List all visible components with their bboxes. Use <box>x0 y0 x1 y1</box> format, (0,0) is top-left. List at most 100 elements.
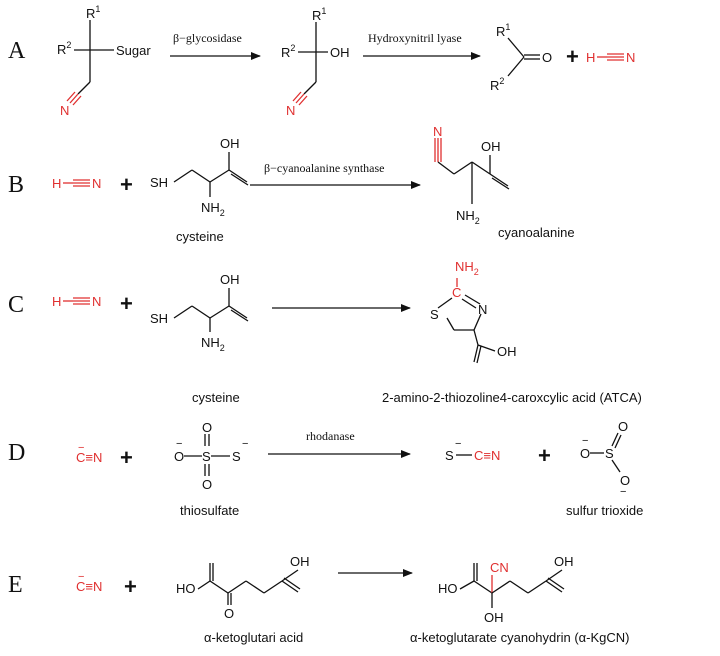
hydroxyl-label: OH <box>220 272 240 287</box>
hydroxyl-label: OH <box>497 344 517 359</box>
compound-name: 2-amino-2-thiozoline4-caroxcylic acid (A… <box>382 390 642 405</box>
ring-nitrogen-label: N <box>478 302 487 317</box>
atca: NH2 C S N OH 2-amino-2-thiozoline4-carox… <box>382 259 642 405</box>
amine-label: NH2 <box>201 200 225 218</box>
charge-label: − <box>242 438 248 450</box>
plus-sign: + <box>120 172 133 197</box>
hcn-h: H <box>52 176 61 191</box>
hydroxyl-label: OH <box>290 554 310 569</box>
oxygen-label: O <box>618 419 628 434</box>
ring-sulfur-label: S <box>430 307 439 322</box>
r2-label: R2 <box>490 76 504 93</box>
enzyme-cyanoalanine-synthase: β−cyanoalanine synthase <box>264 161 385 175</box>
hydroxyl-label: HO <box>176 581 196 596</box>
cyanide-ion: C≡N − <box>76 571 102 594</box>
enzyme-rhodanase: rhodanase <box>306 429 355 443</box>
sulfur-label: S <box>445 448 454 463</box>
ring-carbon-label: C <box>452 285 461 300</box>
hydroxyl-label: OH <box>481 139 501 154</box>
compound-name: sulfur trioxide <box>566 503 643 518</box>
charge-label: − <box>582 435 588 447</box>
plus-sign: + <box>538 443 551 468</box>
thiol-label: SH <box>150 311 168 326</box>
oxygen-label: O <box>202 477 212 492</box>
thiosulfate: O − S O O S − thiosulfate <box>174 420 248 518</box>
amine-label: NH2 <box>456 208 480 226</box>
panel-label-a: A <box>8 38 26 64</box>
cyanide-charge: − <box>78 442 84 454</box>
amine-label: NH2 <box>455 259 479 277</box>
sulfur-label: S <box>202 449 211 464</box>
sulfur-label: S <box>605 446 614 461</box>
hcn-h: H <box>586 50 595 65</box>
cyanide-charge: − <box>78 571 84 583</box>
oxygen-label: O <box>174 449 184 464</box>
plus-sign: + <box>566 44 579 69</box>
cyanide-ion: C≡N − <box>76 442 102 465</box>
hcn-h: H <box>52 294 61 309</box>
alpha-ketoglutarate: HO O OH α-ketoglutari acid <box>176 554 310 645</box>
r2-label: R2 <box>281 43 295 60</box>
nitrile-n-label: N <box>60 103 69 118</box>
amine-label: NH2 <box>201 335 225 353</box>
ketone: R1 R2 O <box>490 22 552 93</box>
panel-label-b: B <box>8 172 24 198</box>
hydroxyl-label: OH <box>220 136 240 151</box>
r1-label: R1 <box>86 4 100 21</box>
panel-d: D C≡N − + O − S O O S − thiosulfate rhod… <box>8 419 643 518</box>
enzyme-hydroxynitril-lyase: Hydroxynitril lyase <box>368 31 462 45</box>
nitrile-label: CN <box>490 560 509 575</box>
sulfite: O − S O O − sulfur trioxide <box>566 419 643 518</box>
panel-c: C H N + SH OH NH2 cysteine <box>8 259 642 405</box>
ketone-oxygen-label: O <box>224 606 234 621</box>
compound-name: α-ketoglutarate cyanohydrin (α-KgCN) <box>410 630 630 645</box>
nitrile-n-label: N <box>286 103 295 118</box>
hydrogen-cyanide: H N <box>52 176 101 191</box>
panel-label-d: D <box>8 440 25 466</box>
cyanide-label: C≡N <box>76 579 102 594</box>
hcn-n: N <box>92 294 101 309</box>
cysteine: SH OH NH2 cysteine <box>150 272 249 405</box>
r2-label: R2 <box>57 40 71 57</box>
cyanoalanine: N OH NH2 cyanoalanine <box>433 124 575 240</box>
compound-name: cyanoalanine <box>498 225 575 240</box>
r1-label: R1 <box>312 6 326 23</box>
panel-e: E C≡N − + HO O OH α-ketoglutari acid <box>8 554 630 645</box>
oxygen-label: O <box>580 446 590 461</box>
enzyme-beta-glycosidase: β−glycosidase <box>173 31 242 45</box>
sugar-label: Sugar <box>116 43 151 58</box>
cyanide-label: C≡N <box>474 448 500 463</box>
cysteine: SH OH NH2 cysteine <box>150 136 249 244</box>
charge-label: − <box>176 438 182 450</box>
cyanohydrin: R1 R2 OH N <box>281 6 350 118</box>
hydroxyl-label: OH <box>330 45 350 60</box>
sulfur-label: S <box>232 449 241 464</box>
compound-name: thiosulfate <box>180 503 239 518</box>
hydroxyl-label: OH <box>484 610 504 625</box>
hydrogen-cyanide: H N <box>586 50 635 65</box>
oxygen-label: O <box>620 473 630 488</box>
panel-b: B H N + SH OH NH2 cysteine β−cyanoalanin… <box>8 124 575 244</box>
charge-label: − <box>620 486 626 498</box>
hcn-n: N <box>92 176 101 191</box>
nitrile-n-label: N <box>433 124 442 139</box>
plus-sign: + <box>124 574 137 599</box>
oxygen-label: O <box>202 420 212 435</box>
oxygen-label: O <box>542 50 552 65</box>
hydrogen-cyanide: H N <box>52 294 101 309</box>
hcn-n: N <box>626 50 635 65</box>
charge-label: − <box>455 438 461 450</box>
thiol-label: SH <box>150 175 168 190</box>
compound-name: cysteine <box>192 390 240 405</box>
cyanogenic-glycoside: R1 R2 Sugar N <box>57 4 151 118</box>
hydroxyl-label: HO <box>438 581 458 596</box>
plus-sign: + <box>120 291 133 316</box>
panel-label-e: E <box>8 572 23 598</box>
hydroxyl-label: OH <box>554 554 574 569</box>
compound-name: α-ketoglutari acid <box>204 630 303 645</box>
thiocyanate: S − C≡N <box>445 438 500 463</box>
panel-label-c: C <box>8 292 24 318</box>
compound-name: cysteine <box>176 229 224 244</box>
r1-label: R1 <box>496 22 510 39</box>
